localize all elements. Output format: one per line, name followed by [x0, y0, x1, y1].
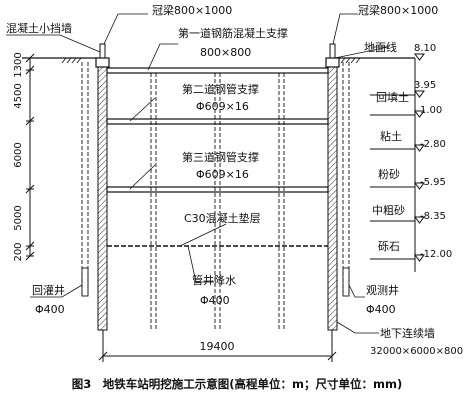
diaphragm-wall-label: 地下连续墙 [380, 326, 435, 340]
stratum-coarse-sand: 中粗砂 [372, 204, 405, 217]
third-strut-steel [106, 186, 329, 193]
retaining-wall-left [99, 43, 106, 59]
support-3-size: Φ609×16 [196, 168, 249, 181]
retaining-wall-label: 混凝土小挡墙 [6, 21, 72, 35]
figure-caption: 图3 地铁车站明挖施工示意图(高程单位：m；尺寸单位：mm) [72, 377, 402, 391]
observation-well-size: Φ400 [366, 303, 396, 316]
elev-m5.95: -5.95 [420, 177, 446, 188]
dim-5000: 5000 [13, 205, 24, 230]
support-3-name: 第三道钢管支撑 [182, 150, 259, 164]
width-dimension [98, 330, 337, 362]
ground-line-label: 地面线 [364, 40, 397, 54]
crown-beam-right [325, 57, 340, 68]
elev-m12.00: -12.00 [420, 249, 452, 260]
left-dimension-ticks [25, 53, 35, 261]
dewatering-wells [150, 73, 285, 330]
crown-beam-right-label: 冠梁800×1000 [358, 3, 438, 17]
support-2-size: Φ609×16 [196, 100, 249, 113]
second-strut-steel [106, 118, 329, 125]
dewatering-size: Φ400 [200, 294, 230, 307]
observation-well [342, 62, 350, 297]
stratum-silt-sand: 粉砂 [378, 168, 400, 181]
ground-hatch-right [340, 57, 361, 64]
stratum-clay: 粘土 [380, 129, 402, 143]
recharge-well-label: 回灌井 [32, 283, 65, 297]
recharge-well-size: Φ400 [35, 303, 65, 316]
dim-4500: 4500 [13, 83, 24, 108]
cushion-label: C30混凝土垫层 [184, 211, 261, 225]
dim-200: 200 [13, 242, 24, 261]
support-1-size: 800×800 [200, 46, 251, 59]
support-1-name: 第一道钢筋混凝土支撑 [178, 26, 288, 40]
stratum-gravel: 砾石 [378, 240, 400, 253]
right-diaphragm-wall [327, 57, 338, 331]
recharge-well [81, 62, 89, 297]
retaining-wall-right [329, 43, 336, 59]
diaphragm-wall-size: 32000×6000×800 [370, 346, 463, 357]
elev-8.10: 8.10 [414, 43, 436, 54]
leader-lines [6, 13, 389, 334]
width-dimension-value: 19400 [200, 340, 235, 353]
elev-m8.35: -8.35 [420, 211, 446, 222]
elev-3.95: 3.95 [414, 80, 436, 91]
stratum-fill: 回填土 [376, 90, 409, 104]
strata-markers [370, 53, 425, 262]
crown-beam-left-label: 冠梁800×1000 [152, 3, 232, 17]
left-diaphragm-wall [97, 57, 108, 331]
elev-m2.80: -2.80 [420, 139, 446, 150]
dim-1300: 1300 [13, 52, 24, 77]
crown-beam-left [95, 57, 110, 68]
first-strut-concrete [106, 67, 329, 74]
dewatering-label: 管井降水 [192, 273, 236, 287]
dim-6000: 6000 [13, 142, 24, 167]
elev-1.00: 1.00 [420, 105, 442, 116]
support-2-name: 第二道钢管支撑 [182, 82, 259, 96]
ground-hatch-left [61, 57, 82, 64]
observation-well-label: 观测井 [366, 283, 399, 297]
